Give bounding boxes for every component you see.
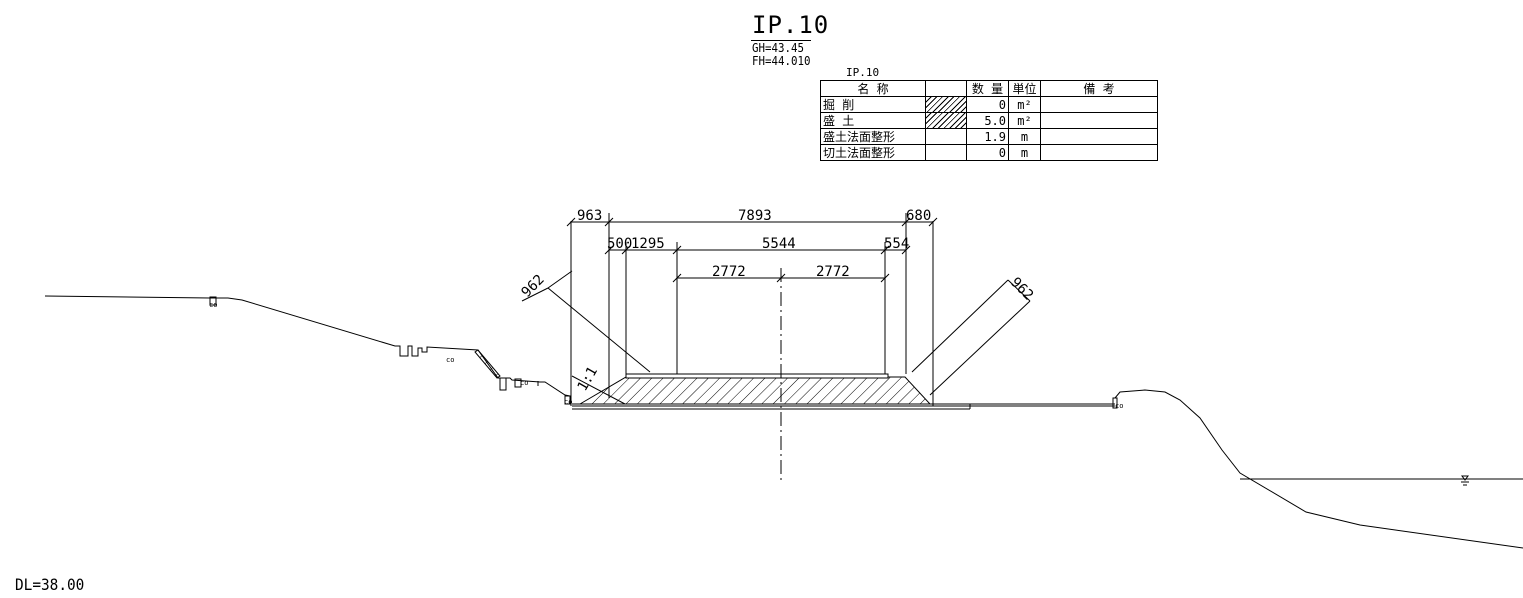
- dim-1295-label: 1295: [631, 236, 665, 252]
- dim-5544-label: 5544: [762, 236, 796, 252]
- ground-line-left: [44, 295, 571, 397]
- dim-554-label: 554: [884, 236, 909, 252]
- table-row: 盛 土 5.0 m²: [820, 112, 1158, 129]
- row-quantity: 1.9: [966, 128, 1009, 145]
- co-marker: co: [1115, 402, 1123, 410]
- clearance-left-diag: [547, 287, 651, 373]
- table-row: 盛土法面整形 1.9 m: [820, 128, 1158, 145]
- pavement-surface: [625, 373, 889, 379]
- ground-line-right: [1114, 389, 1523, 549]
- dim-962-right-label: 962: [1007, 275, 1036, 304]
- co-marker: co: [209, 301, 217, 309]
- row-name: 盛土法面整形: [820, 128, 926, 145]
- formation-height-label: FH=44.010: [752, 54, 811, 68]
- row-hatch-symbol: [925, 96, 967, 113]
- curb-left-4: [564, 395, 571, 405]
- title-underline: [751, 40, 811, 41]
- quantity-table: 名 称 数 量 単位 備 考 掘 削 0 m² 盛 土 5.0 m² 盛土法面整…: [820, 80, 1158, 161]
- clearance-left-diag-2: [547, 270, 573, 289]
- clearance-right-diag: [911, 279, 1009, 373]
- section-title: IP.10: [752, 11, 830, 39]
- table-row: 掘 削 0 m²: [820, 96, 1158, 113]
- dim-962-left-label: 962: [519, 272, 548, 301]
- dim-2772-right-label: 2772: [816, 264, 850, 280]
- header-name: 名 称: [820, 80, 926, 97]
- curb-left-1: [209, 296, 217, 306]
- co-marker: co: [446, 356, 454, 364]
- clearance-right-diag-3: [929, 300, 1031, 396]
- row-hatch-symbol: [925, 112, 967, 129]
- dim-500-label: 500: [607, 236, 632, 252]
- row-name: 切土法面整形: [820, 144, 926, 161]
- dim-7893-label: 7893: [738, 208, 772, 224]
- water-level-symbol: [1461, 475, 1469, 486]
- curb-left-2: [514, 378, 522, 388]
- dim-2772-left-label: 2772: [712, 264, 746, 280]
- table-caption: IP.10: [846, 66, 880, 79]
- datum-level-label: DL=38.00: [15, 575, 85, 594]
- ground-height-label: GH=43.45: [752, 41, 805, 55]
- row-name: 盛 土: [820, 112, 926, 129]
- dim-680-label: 680: [906, 208, 931, 224]
- clearance-left-diag-3: [571, 375, 626, 405]
- table-row: 切土法面整形 0 m: [820, 144, 1158, 161]
- embankment-fill: [578, 376, 932, 405]
- row-note: [1040, 144, 1158, 161]
- clearance-right-diag-2: [1007, 279, 1031, 302]
- dim-963-label: 963: [577, 208, 602, 224]
- co-marker: co: [564, 398, 572, 406]
- ditch-left: [474, 349, 501, 379]
- co-marker: co: [520, 379, 528, 387]
